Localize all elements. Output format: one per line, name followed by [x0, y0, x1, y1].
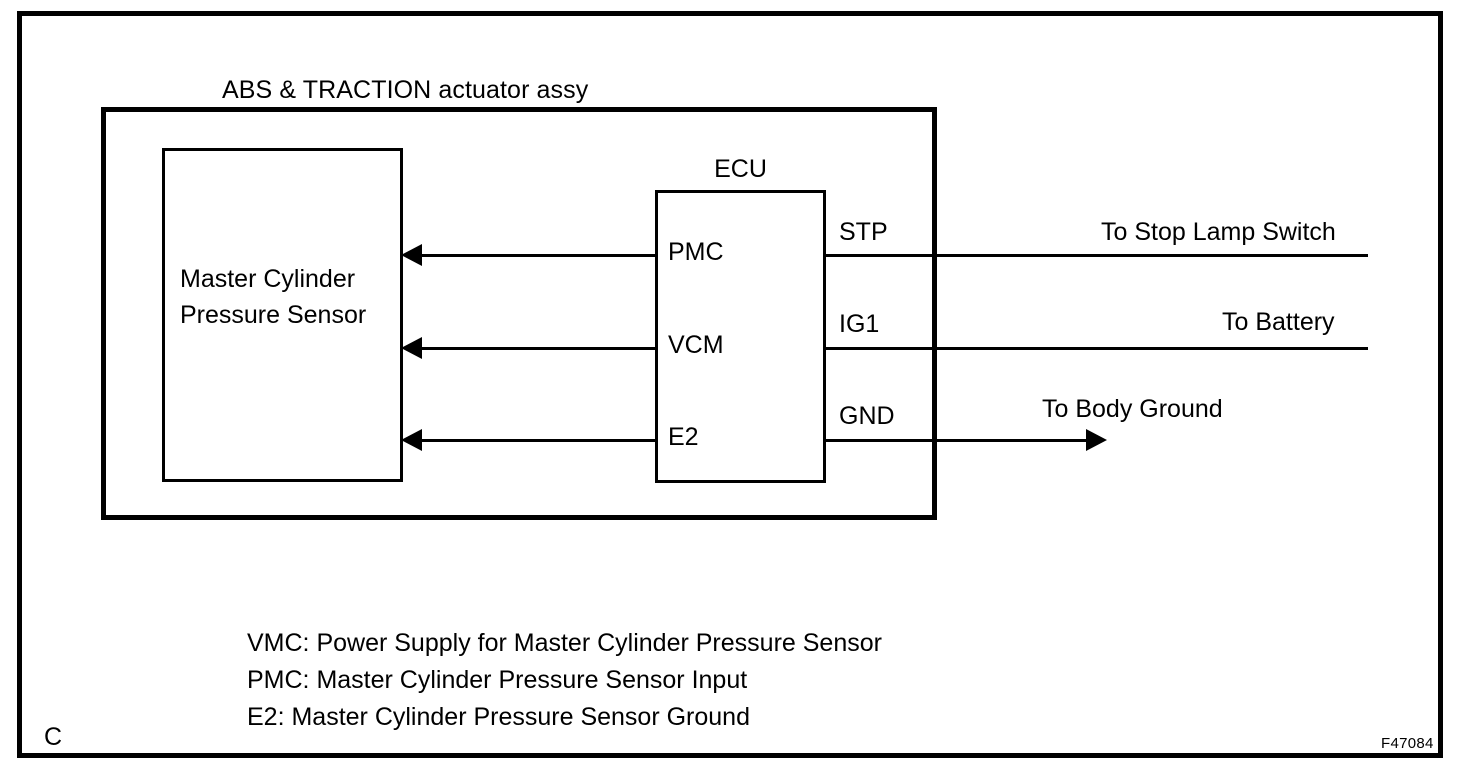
legend-item-pmc: PMC: Master Cylinder Pressure Sensor Inp…: [247, 666, 748, 694]
actuator-assembly-box: [101, 107, 937, 520]
page-border: [17, 11, 1443, 758]
destination-label-stop-lamp-switch: To Stop Lamp Switch: [1101, 218, 1336, 246]
terminal-label-gnd: GND: [839, 402, 895, 430]
master-cylinder-pressure-sensor-label: Master Cylinder Pressure Sensor: [180, 261, 395, 333]
wire-gnd: [826, 439, 1098, 442]
destination-label-body-ground: To Body Ground: [1042, 395, 1223, 423]
destination-label-battery: To Battery: [1222, 308, 1335, 336]
wire-stp: [826, 254, 1368, 257]
sensor-label-line-2: Pressure Sensor: [180, 301, 367, 329]
arrowhead-e2-icon: [401, 429, 422, 451]
sensor-label-line-1: Master Cylinder: [180, 265, 356, 293]
figure-code: F47084: [1381, 735, 1434, 752]
arrowhead-body-ground-icon: [1086, 429, 1107, 451]
corner-mark: C: [44, 723, 63, 751]
terminal-label-stp: STP: [839, 218, 888, 246]
actuator-assembly-title: ABS & TRACTION actuator assy: [222, 76, 589, 104]
wire-e2: [410, 439, 658, 442]
wire-vcm: [410, 347, 658, 350]
ecu-pin-vcm: VCM: [668, 331, 724, 359]
wire-ig1: [826, 347, 1368, 350]
ecu-box: [655, 190, 826, 483]
ecu-title: ECU: [714, 155, 767, 183]
ecu-pin-pmc: PMC: [668, 238, 724, 266]
terminal-label-ig1: IG1: [839, 310, 880, 338]
arrowhead-vcm-icon: [401, 337, 422, 359]
legend-item-vmc: VMC: Power Supply for Master Cylinder Pr…: [247, 629, 882, 657]
arrowhead-pmc-icon: [401, 244, 422, 266]
wire-pmc: [410, 254, 658, 257]
legend: VMC: Power Supply for Master Cylinder Pr…: [247, 625, 882, 736]
ecu-pin-e2: E2: [668, 423, 699, 451]
legend-item-e2: E2: Master Cylinder Pressure Sensor Grou…: [247, 703, 750, 731]
master-cylinder-pressure-sensor-box: [162, 148, 403, 482]
